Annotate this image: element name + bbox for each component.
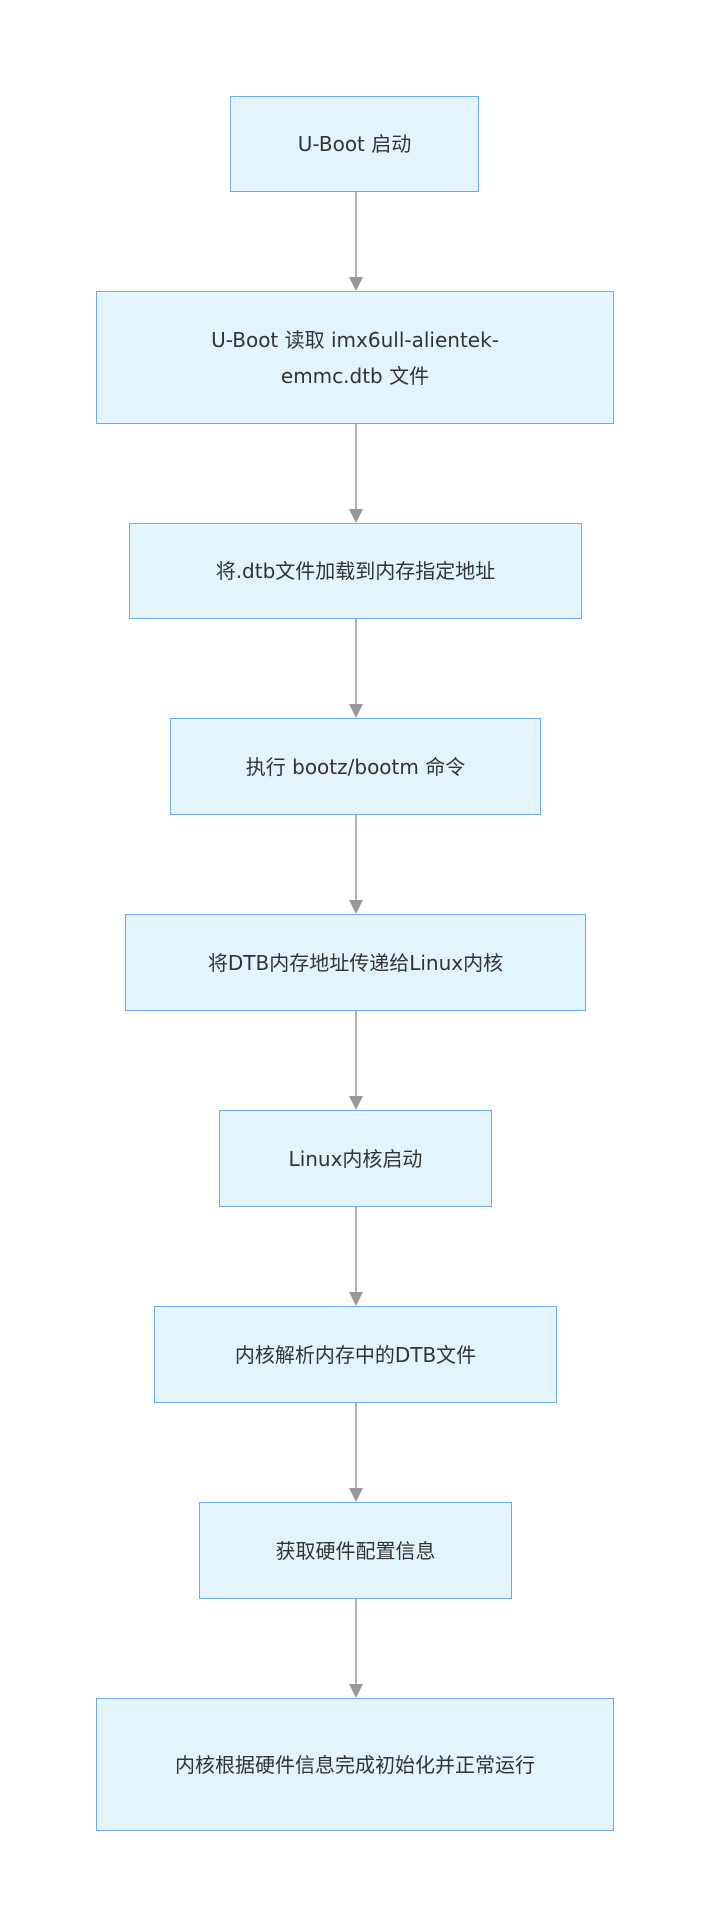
node-kernel-start: Linux内核启动 [219,1110,492,1207]
edge-n1-n2 [349,192,363,291]
node-run-bootz: 执行 bootz/bootm 命令 [170,718,541,815]
edge-n3-n4 [349,619,363,718]
edge-n4-n5 [349,815,363,914]
node-pass-dtb-address: 将DTB内存地址传递给Linux内核 [125,914,586,1011]
edge-n2-n3 [349,424,363,523]
node-kernel-init-run: 内核根据硬件信息完成初始化并正常运行 [96,1698,614,1831]
edge-n5-n6 [349,1011,363,1110]
node-kernel-parse-dtb: 内核解析内存中的DTB文件 [154,1306,557,1403]
node-label: U-Boot 启动 [297,132,412,156]
node-label: 将.dtb文件加载到内存指定地址 [215,559,496,583]
edge-n6-n7 [349,1207,363,1306]
node-label: 获取硬件配置信息 [275,1538,436,1563]
node-label: U-Boot 读取 imx6ull-alientek-emmc.dtb 文件 [211,327,499,388]
node-load-dtb-memory: 将.dtb文件加载到内存指定地址 [129,523,582,619]
edge-n8-n9 [349,1599,363,1698]
node-label: 将DTB内存地址传递给Linux内核 [207,950,504,975]
node-label: 内核解析内存中的DTB文件 [234,1342,477,1367]
node-get-hw-config: 获取硬件配置信息 [199,1502,512,1599]
node-uboot-start: U-Boot 启动 [230,96,479,192]
edge-n7-n8 [349,1403,363,1502]
node-label: 内核根据硬件信息完成初始化并正常运行 [175,1752,535,1777]
node-uboot-read-dtb: U-Boot 读取 imx6ull-alientek-emmc.dtb 文件 [96,291,614,424]
node-label: 执行 bootz/bootm 命令 [245,754,466,779]
node-label: Linux内核启动 [288,1146,423,1171]
